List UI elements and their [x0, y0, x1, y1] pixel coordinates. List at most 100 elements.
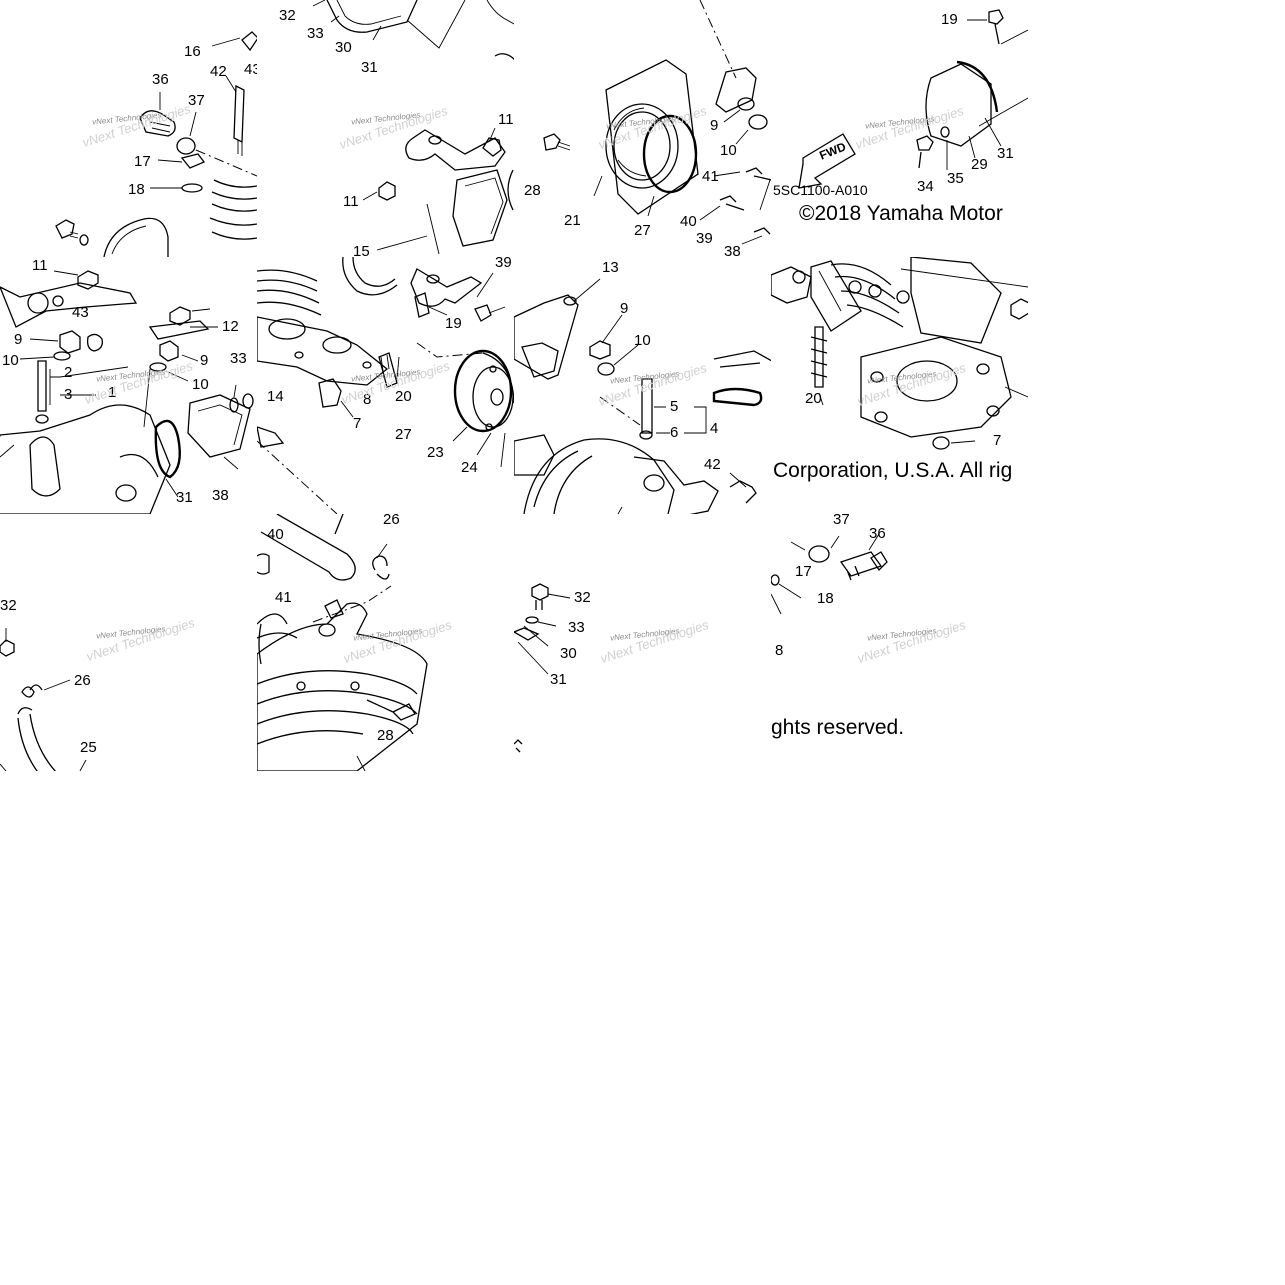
callout-11: 11 [498, 111, 514, 128]
callout-43: 43 [244, 61, 257, 78]
callout-28: 28 [524, 182, 541, 199]
callout-40: 40 [267, 526, 284, 543]
callout-34: 34 [917, 178, 934, 195]
callout-9: 9 [14, 331, 23, 348]
callout-29: 29 [971, 156, 988, 173]
callout-18: 18 [128, 181, 145, 198]
callout-4: 4 [710, 420, 719, 437]
callout-7: 7 [353, 415, 362, 432]
callout-3: 3 [64, 386, 73, 403]
callout-41: 41 [275, 589, 292, 606]
callout-13: 13 [602, 259, 619, 276]
callout-8: 8 [363, 391, 372, 408]
diagram-code: 5SC1100-A010 [773, 182, 868, 198]
callout-6: 6 [670, 424, 679, 441]
callout-11: 11 [343, 193, 359, 210]
tile-r2-c1-drawing [257, 514, 428, 771]
copyright-line-1: ©2018 Yamaha Motor [799, 202, 1003, 225]
callout-31: 31 [176, 489, 193, 506]
copyright-line-3: ghts reserved. [771, 716, 905, 739]
callout-31: 31 [997, 145, 1014, 162]
callout-33: 33 [568, 619, 585, 636]
diagram-tile-r2-c0: 32 26 25 vNext Technologies vNext Techno… [0, 514, 257, 771]
callout-15: 15 [353, 243, 370, 257]
callout-31: 31 [550, 671, 567, 688]
callout-37: 37 [833, 514, 850, 528]
diagram-tile-r0-c1: 32 33 30 31 11 11 15 vNext Technologies … [257, 0, 514, 257]
callout-18: 18 [817, 590, 834, 607]
tile-r1-c1-drawing [257, 257, 514, 514]
tile-r2-c0-drawing [0, 628, 87, 771]
diagram-tile-r1-c2: 13 9 10 5 6 4 42 22 vNext Technologies v… [514, 257, 771, 514]
callout-20: 20 [395, 388, 412, 405]
callout-33: 33 [230, 350, 247, 367]
callout-30: 30 [335, 39, 352, 56]
callout-10: 10 [720, 142, 737, 159]
callout-31: 31 [361, 59, 378, 76]
tile-r2-c2-drawing [514, 583, 571, 753]
diagram-tile-r1-c0: 11 43 12 9 9 10 2 10 3 1 33 31 38 vNext … [0, 257, 257, 514]
callout-32: 32 [0, 597, 17, 614]
callout-10: 10 [192, 376, 209, 393]
tile-r2-c3-drawing [771, 533, 888, 615]
callout-1: 1 [108, 384, 117, 401]
diagram-tile-r2-c1: 40 26 41 28 vNext Technologies vNext Tec… [257, 514, 514, 771]
callout-35: 35 [947, 170, 964, 187]
callout-17: 17 [795, 563, 812, 580]
callout-30: 30 [560, 645, 577, 662]
tile-r0-c0-drawing [55, 31, 257, 257]
callout-19: 19 [445, 315, 462, 332]
callout-25: 25 [80, 739, 97, 756]
callout-27: 27 [395, 426, 412, 443]
callout-24: 24 [461, 459, 478, 476]
callout-40: 40 [680, 213, 697, 230]
tile-r1-c0-drawing [0, 270, 254, 514]
callout-23: 23 [427, 444, 444, 461]
tile-r0-c2-drawing [543, 0, 771, 245]
tile-r0-c3-drawing [798, 9, 1028, 189]
callout-37: 37 [188, 92, 205, 109]
callout-42: 42 [704, 456, 721, 473]
callout-36: 36 [152, 71, 169, 88]
callout-36: 36 [869, 525, 886, 542]
callout-19: 19 [941, 11, 958, 28]
callout-32: 32 [279, 7, 296, 24]
diagram-tile-r2-c3: 37 36 17 18 8 ghts reserved. vNext Techn… [771, 514, 1028, 771]
callout-10: 10 [2, 352, 19, 369]
callout-9: 9 [620, 300, 629, 317]
copyright-line-2: Corporation, U.S.A. All rig [773, 459, 1013, 482]
callout-17: 17 [134, 153, 151, 170]
diagram-tile-r1-c1: 39 19 14 20 8 7 27 23 24 vNext Technolog… [257, 257, 514, 514]
tile-r0-c1-drawing [312, 0, 514, 255]
callout-42: 42 [210, 63, 227, 80]
callout-38: 38 [724, 243, 741, 257]
callout-26: 26 [383, 514, 400, 528]
callout-20: 20 [805, 390, 822, 407]
callout-7: 7 [993, 432, 1002, 449]
callout-28: 28 [377, 727, 394, 744]
diagram-tile-r0-c3: 19 31 29 34 35 FWD 5SC1100-A010 ©2018 Ya… [771, 0, 1028, 257]
callout-26: 26 [74, 672, 91, 689]
tile-r1-c3-drawing [771, 257, 1028, 450]
callout-9: 9 [200, 352, 209, 369]
diagram-tile-r1-c3: 20 7 Corporation, U.S.A. All rig vNext T… [771, 257, 1028, 514]
callout-43: 43 [72, 304, 89, 321]
callout-8: 8 [775, 642, 784, 659]
callout-12: 12 [222, 318, 239, 335]
tile-r1-c2-drawing [514, 278, 771, 514]
callout-32: 32 [574, 589, 591, 606]
diagram-tile-r2-c2: 32 33 30 31 vNext Technologies vNext Tec… [514, 514, 771, 771]
diagram-tile-r0-c2: 9 10 41 28 21 27 40 39 38 vNext Technolo… [514, 0, 771, 257]
callout-16: 16 [184, 43, 201, 60]
callout-9: 9 [710, 117, 719, 134]
callout-39: 39 [495, 257, 512, 271]
callout-10: 10 [634, 332, 651, 349]
diagram-tile-r0-c0: 16 36 42 43 37 17 18 vNext Technologies … [0, 0, 257, 257]
callout-5: 5 [670, 398, 679, 415]
callout-2: 2 [64, 364, 73, 381]
callout-41: 41 [702, 168, 719, 185]
callout-38: 38 [212, 487, 229, 504]
callout-33: 33 [307, 25, 324, 42]
callout-39: 39 [696, 230, 713, 247]
